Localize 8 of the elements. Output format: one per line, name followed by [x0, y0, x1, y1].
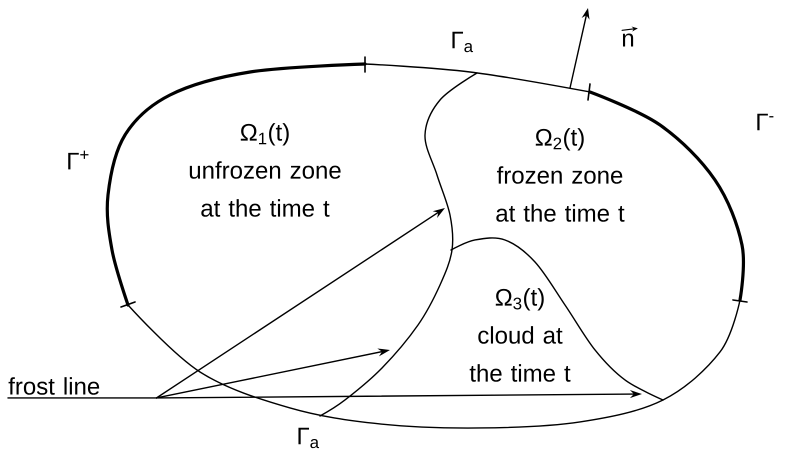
region-label: Ω$_{3}$(t) cloud at the time t: [470, 288, 570, 382]
boundary-label: Γ$_{a}$: [452, 32, 474, 52]
region-label: Ω$_{1}$(t) unfrozen zone at the time t: [190, 123, 341, 217]
boundary-label: Γ$_{a}$: [298, 428, 320, 448]
region-label: Ω$_{2}$(t) frozen zone at the time t: [496, 128, 624, 222]
boundary-label: Γ$^{+}$: [68, 150, 88, 170]
boundary-label: Γ$^{-}$: [757, 114, 774, 130]
frost-line: frost line: [7, 377, 158, 399]
